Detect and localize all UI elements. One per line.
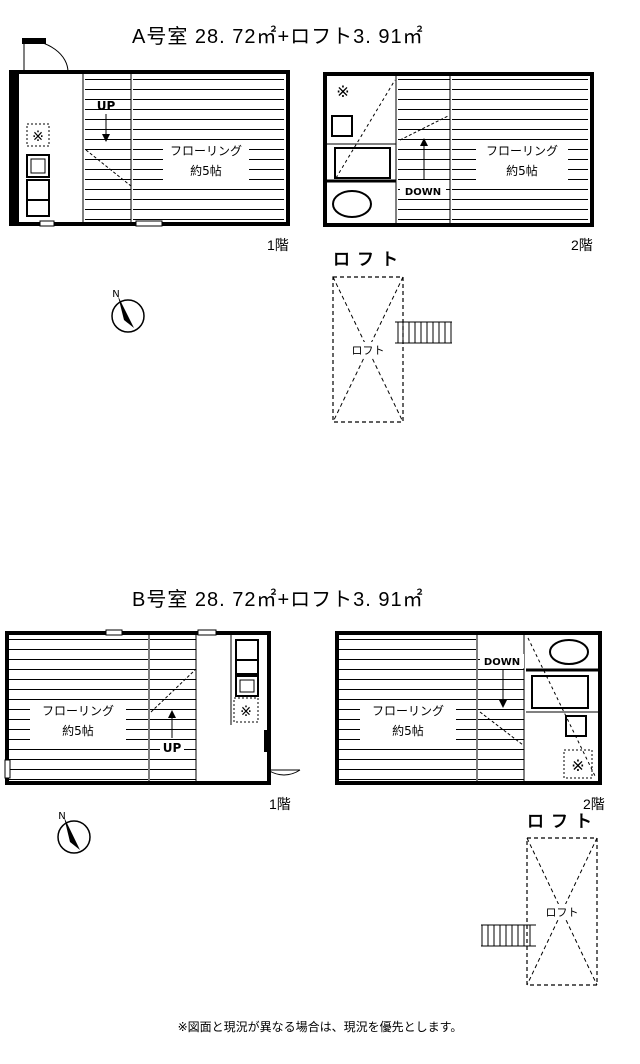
unit-a-floor2-label: 2階	[571, 237, 593, 253]
unit-b-entrance-door	[264, 728, 301, 776]
unit-b-floor2-room-type: フローリング	[372, 704, 444, 718]
unit-a-compass-label: N	[112, 289, 119, 300]
unit-a-compass-icon: N	[111, 289, 145, 333]
unit-b-stair-up-label: UP	[163, 741, 182, 755]
unit-a-floor2-plan: ※ DOWN フローリング 約5帖	[323, 72, 594, 227]
svg-text:※: ※	[571, 756, 584, 775]
unit-b-title: B号室 28. 72㎡+ロフト3. 91㎡	[132, 589, 424, 611]
unit-b-floor2-plan: フローリング 約5帖 DOWN ※	[335, 631, 602, 785]
unit-a-floor2-room-type: フローリング	[486, 144, 558, 158]
unit-b-compass-icon: N	[57, 811, 91, 854]
unit-a-loft-room-label: ロフト	[352, 344, 385, 357]
unit-a-bathroom: ※	[331, 79, 396, 218]
unit-a-kitchen: ※	[26, 123, 50, 217]
unit-a-floor1-stairs: UP	[85, 74, 132, 222]
unit-b-kitchen: ※	[233, 639, 259, 723]
unit-a-stair-up-label: UP	[97, 99, 116, 113]
unit-b-stair-down-label: DOWN	[484, 657, 520, 668]
unit-b-loft-room-label: ロフト	[546, 906, 579, 919]
unit-b-loft-plan: ロフト	[481, 837, 598, 986]
svg-text:※: ※	[32, 129, 44, 145]
svg-text:※: ※	[336, 82, 349, 101]
unit-b-floor1-room-type: フローリング	[42, 704, 114, 718]
unit-a-floor2-stairs: DOWN	[398, 76, 451, 223]
unit-b-floor2-stairs: DOWN	[476, 635, 525, 781]
unit-a-title: A号室 28. 72㎡+ロフト3. 91㎡	[132, 26, 424, 48]
unit-a-floor1-room-size: 約5帖	[190, 163, 222, 178]
unit-b-floor1-plan: フローリング 約5帖 UP ※	[4, 629, 301, 785]
svg-text:※: ※	[240, 704, 252, 720]
unit-a-loft-plan: ロフト	[332, 276, 452, 423]
unit-a-floor1-label: 1階	[267, 237, 289, 253]
unit-b-floor1-label: 1階	[269, 796, 291, 812]
unit-b-bathroom: ※	[527, 637, 597, 779]
footer-note: ※図面と現況が異なる場合は、現況を優先とします。	[177, 1020, 463, 1034]
unit-b-compass-label: N	[58, 811, 65, 822]
unit-b-loft-heading: ロフト	[527, 812, 599, 831]
unit-b-loft-ladder	[481, 924, 536, 947]
unit-b-floor1-room-size: 約5帖	[62, 723, 94, 738]
unit-b-floor1-stairs: UP	[148, 635, 197, 781]
unit-b-floor2-label: 2階	[583, 796, 605, 812]
unit-a-floor2-room-size: 約5帖	[506, 163, 538, 178]
unit-a-loft-ladder	[395, 321, 452, 344]
unit-a-floor1-plan: ※ UP フローリング 約5帖	[9, 38, 290, 227]
unit-b-floor2-room-size: 約5帖	[392, 723, 424, 738]
unit-a-loft-heading: ロフト	[333, 250, 405, 269]
unit-a-entrance-door	[22, 38, 69, 73]
unit-a-floor1-room-type: フローリング	[170, 144, 242, 158]
unit-a-stair-down-label: DOWN	[405, 187, 441, 198]
